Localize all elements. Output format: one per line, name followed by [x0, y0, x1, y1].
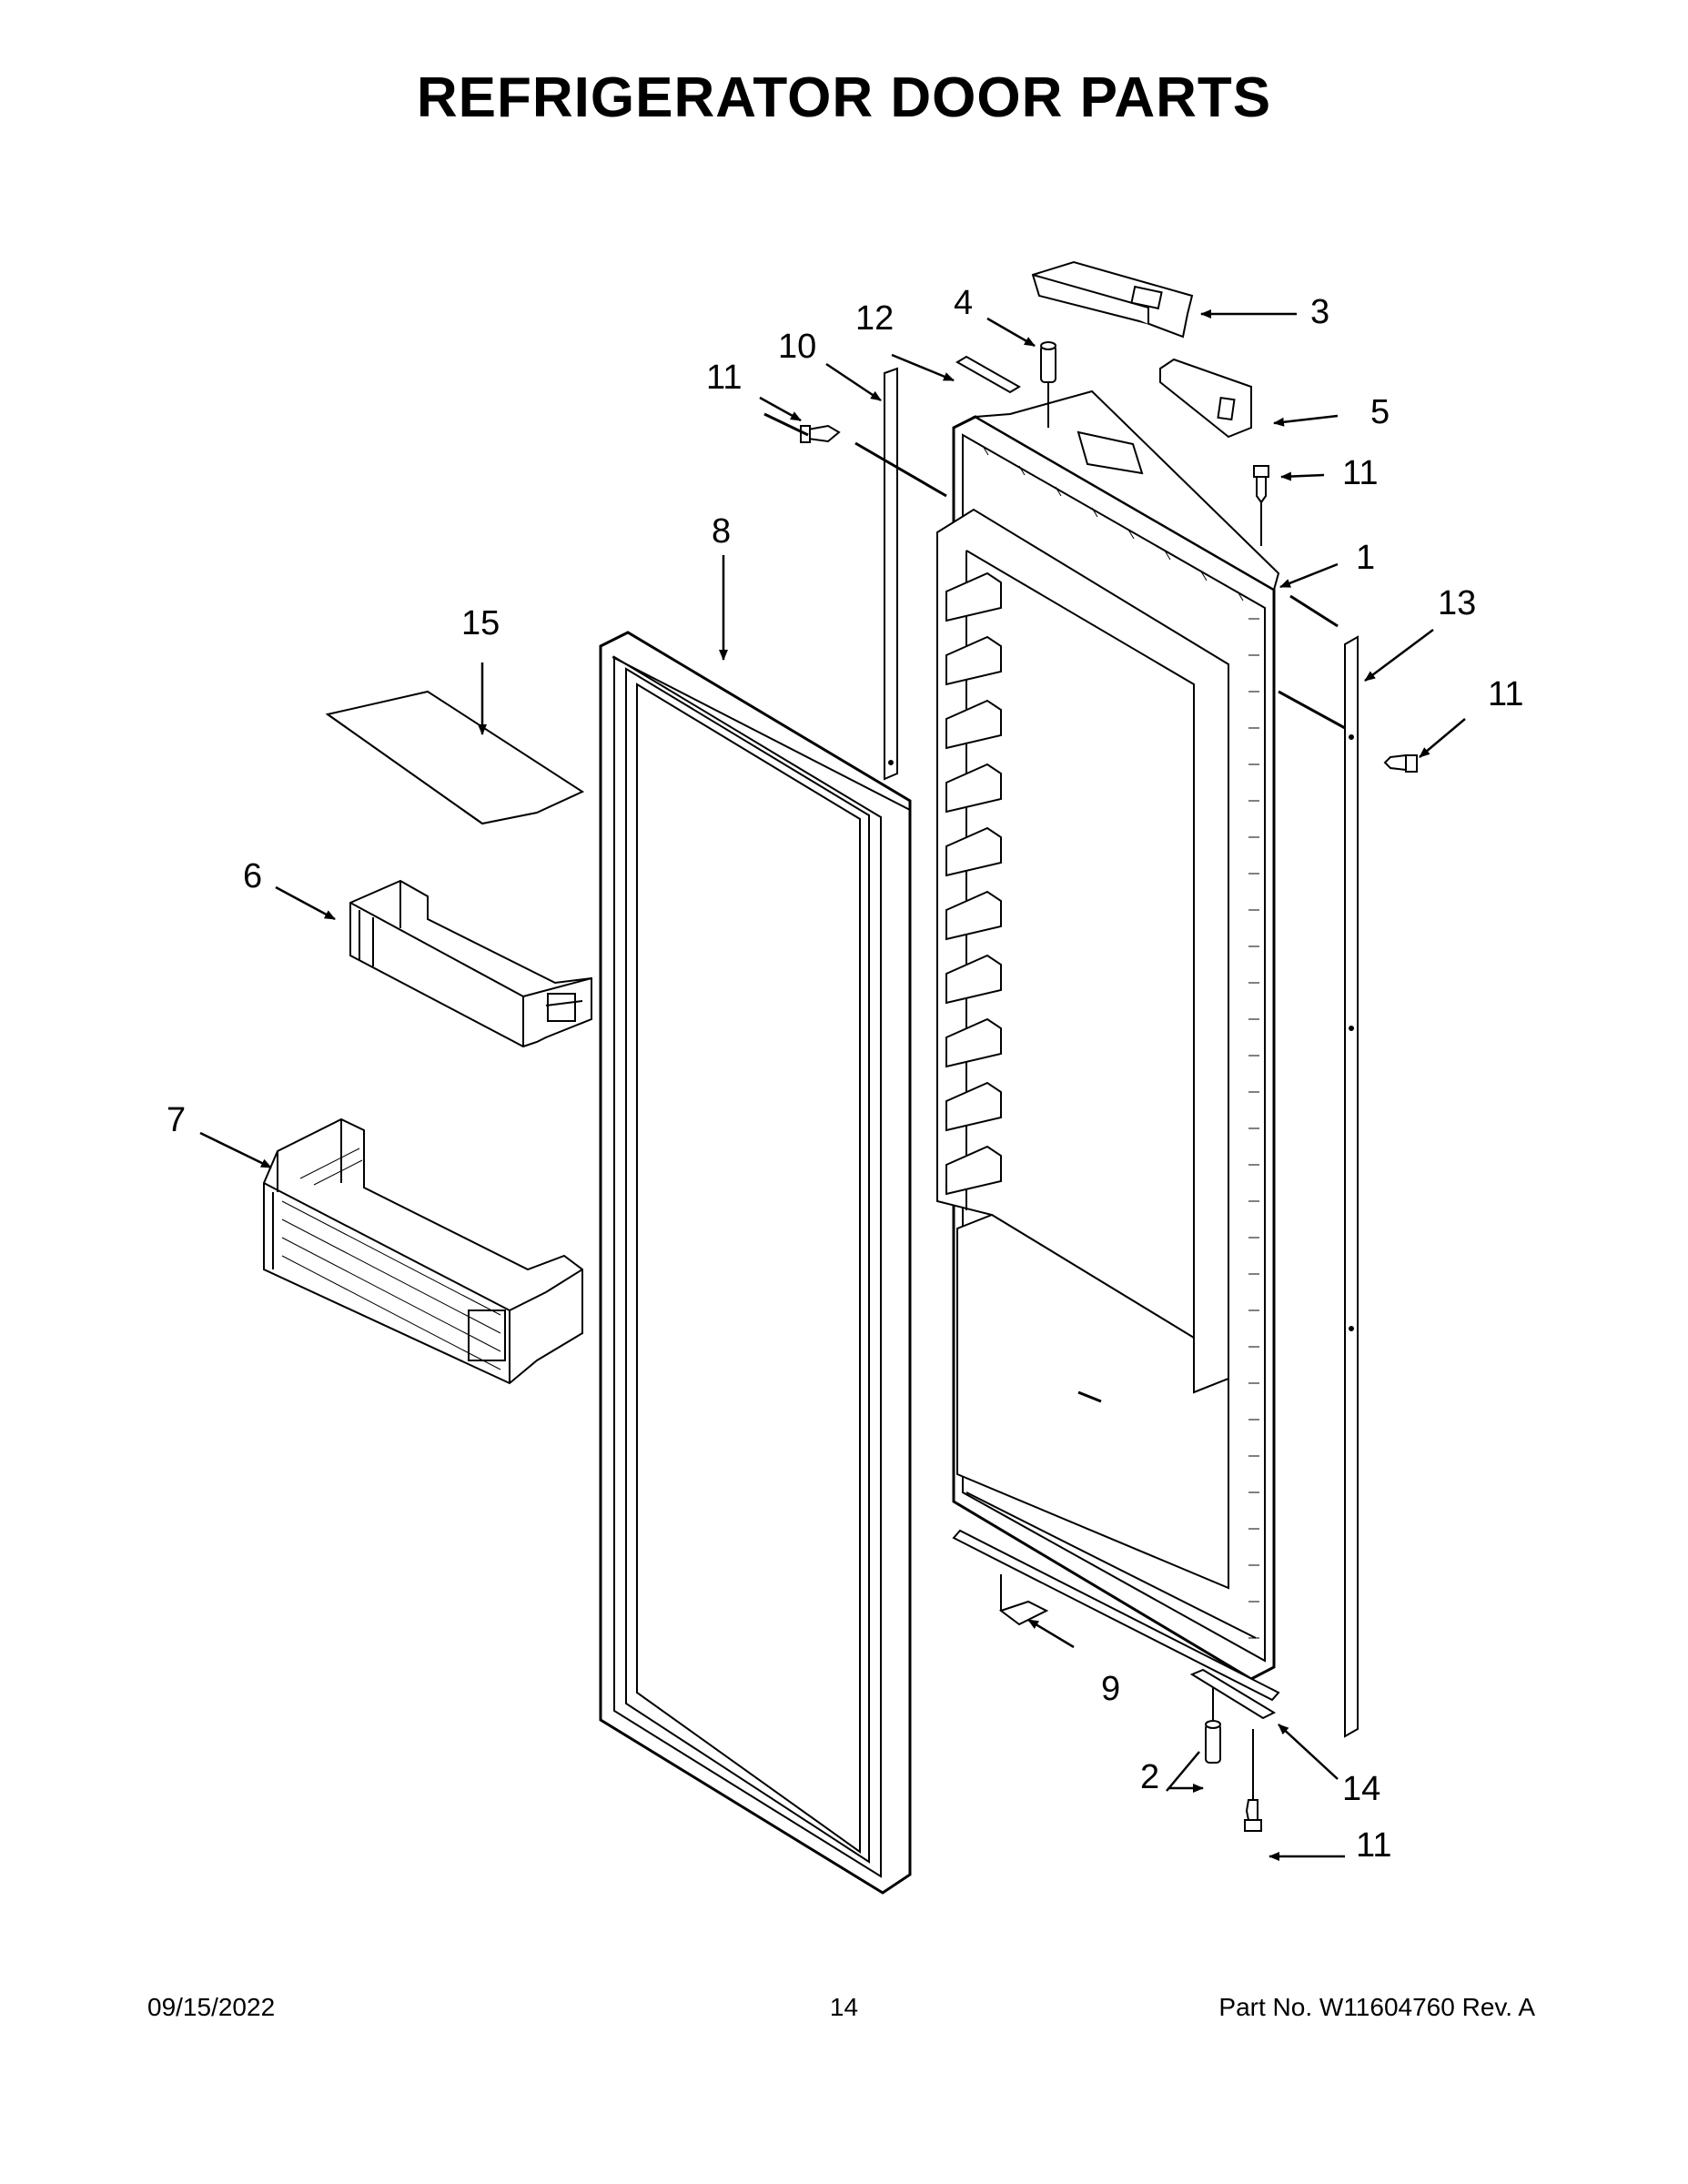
callout-7: 7 — [167, 1101, 186, 1139]
screw-part-11-b — [1253, 465, 1269, 546]
callout-12: 12 — [855, 299, 894, 338]
footer-part-number: Part No. W11604760 Rev. A — [1218, 1993, 1535, 2021]
footer-page-number: 14 — [829, 1993, 859, 2021]
hinge-pin-part-2 — [1205, 1688, 1221, 1764]
callout-11d: 11 — [1356, 1826, 1391, 1865]
screw-part-11-d — [1244, 1729, 1262, 1832]
door-strip-part-13 — [1344, 635, 1359, 1738]
callout-11a: 11 — [706, 359, 742, 397]
callout-1: 1 — [1356, 539, 1375, 577]
callout-15: 15 — [461, 604, 500, 642]
large-door-bin-part-7 — [263, 1117, 583, 1385]
hinge-bracket-part-9 — [952, 1529, 1280, 1702]
top-trim-part-12 — [955, 355, 1021, 394]
screw-part-11-c — [1383, 753, 1418, 773]
footer-date: 09/15/2022 — [147, 1993, 276, 2021]
callout-4: 4 — [954, 284, 973, 322]
callout-6: 6 — [243, 857, 262, 895]
callout-9: 9 — [1101, 1670, 1120, 1708]
hinge-cover-part-3 — [1031, 260, 1194, 339]
callout-14: 14 — [1342, 1770, 1380, 1808]
hinge-pin-part-4 — [1040, 341, 1056, 428]
door-gasket-part-8 — [599, 631, 912, 1895]
door-strip-part-10 — [884, 367, 898, 781]
callout-11b: 11 — [1342, 454, 1378, 492]
callout-13: 13 — [1438, 584, 1476, 622]
leader-lines — [763, 412, 1346, 1403]
callout-8: 8 — [712, 512, 731, 551]
callout-10: 10 — [778, 328, 816, 366]
glass-shelf-part-15 — [325, 690, 585, 825]
small-door-bin-part-6 — [349, 879, 592, 1048]
callout-11c: 11 — [1488, 675, 1523, 713]
top-hinge-part-5 — [1159, 358, 1252, 439]
bottom-hinge-part-14 — [1189, 1668, 1277, 1720]
callout-arrows — [199, 309, 1466, 1861]
callout-labels: 1 2 3 4 5 6 7 8 9 10 11 11 11 11 12 13 1… — [167, 284, 1523, 1865]
callout-5: 5 — [1370, 393, 1390, 431]
callout-2: 2 — [1140, 1758, 1159, 1796]
callout-3: 3 — [1310, 293, 1329, 331]
page-title: REFRIGERATOR DOOR PARTS — [416, 66, 1272, 129]
door-liner-part-1 — [936, 389, 1280, 1681]
